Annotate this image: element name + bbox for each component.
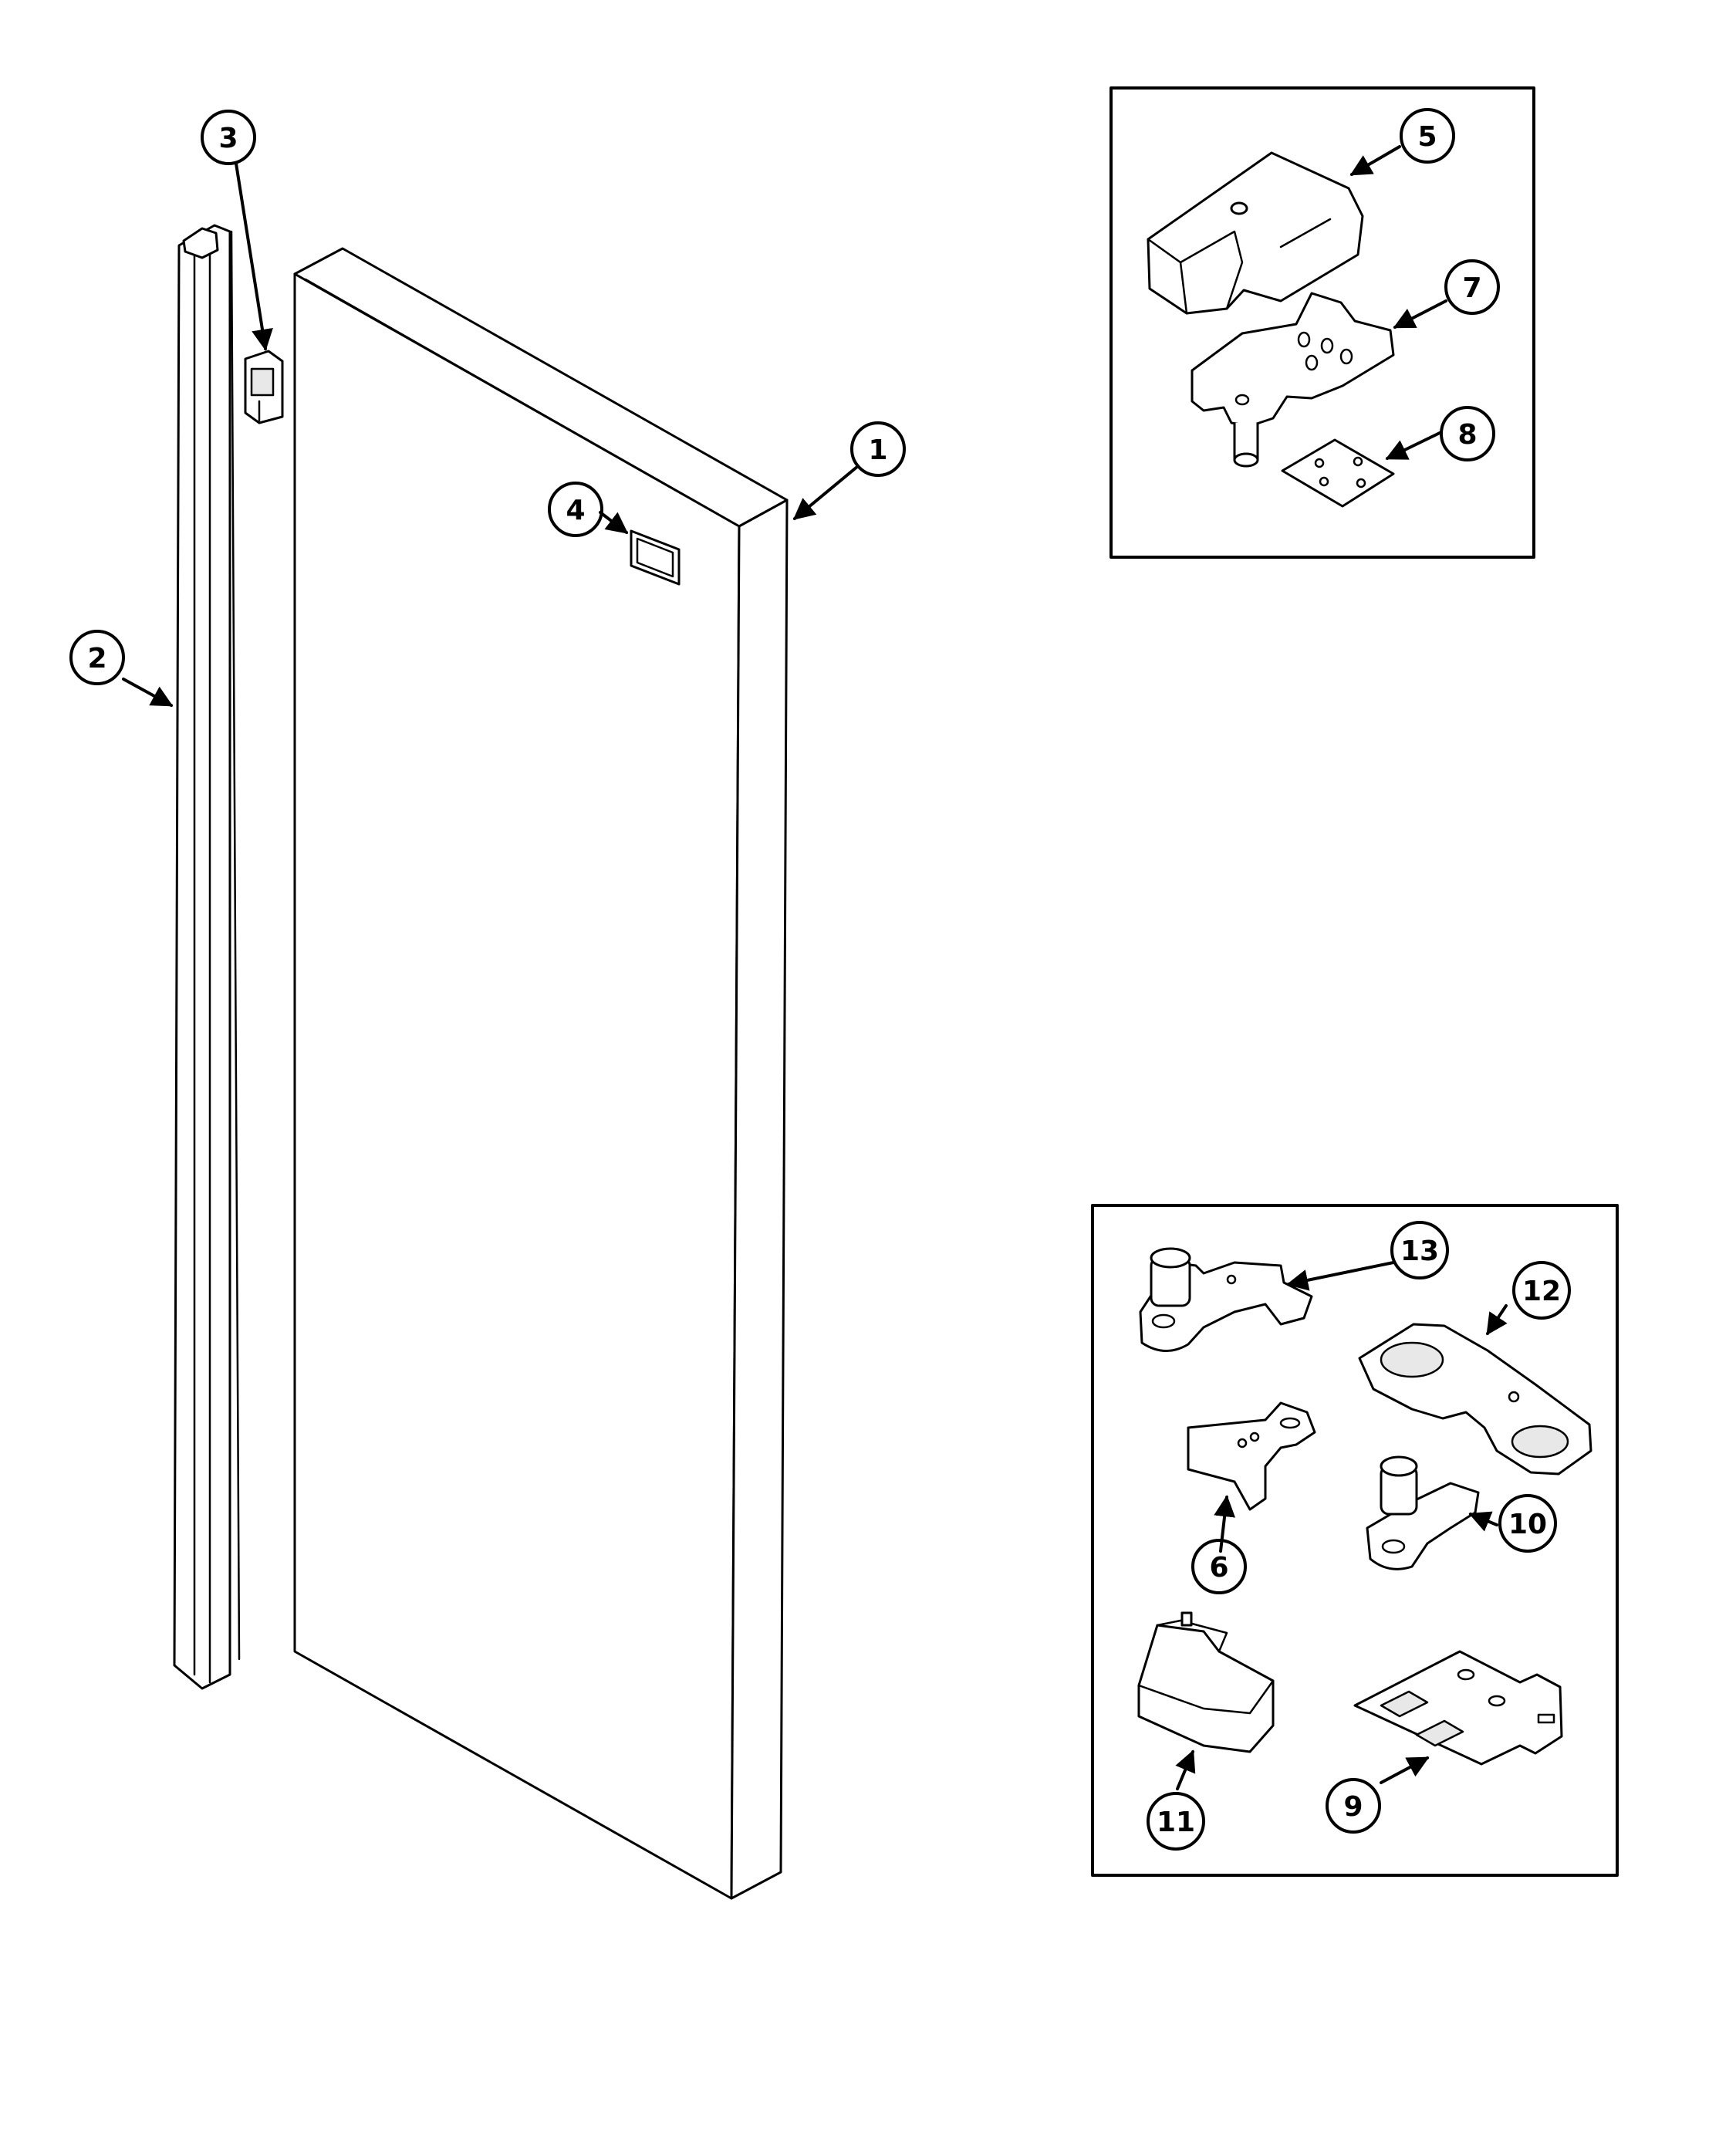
callout-9: 9 [1326, 1778, 1381, 1834]
callout-12: 12 [1512, 1261, 1571, 1320]
leader-9 [1380, 1756, 1430, 1784]
hinge-pin-10 [1366, 1455, 1480, 1570]
leader-8 [1385, 431, 1443, 460]
leader-1 [792, 465, 860, 520]
svg-text:5: 5 [1417, 121, 1437, 153]
bottom-hinge-bracket-9 [1353, 1650, 1563, 1766]
leader-13 [1286, 1261, 1395, 1291]
gasket-clip [244, 350, 284, 424]
hinge-cover [1147, 151, 1364, 315]
svg-text:1: 1 [868, 434, 887, 466]
leader-11 [1175, 1749, 1196, 1790]
callout-5: 5 [1400, 108, 1455, 164]
door-panel [293, 247, 789, 1900]
hinge-pin-bracket-13 [1139, 1247, 1313, 1352]
svg-text:3: 3 [218, 123, 238, 154]
leader-6 [1214, 1495, 1236, 1553]
hinge-shim-plate [1281, 438, 1395, 508]
leader-3 [235, 162, 273, 351]
leader-lines [122, 145, 1508, 1790]
callout-2: 2 [69, 630, 125, 685]
svg-text:4: 4 [566, 495, 585, 526]
callout-7: 7 [1444, 259, 1500, 315]
leader-4 [599, 511, 629, 534]
callout-6: 6 [1191, 1539, 1247, 1594]
svg-text:9: 9 [1343, 1791, 1363, 1823]
svg-text:13: 13 [1400, 1236, 1439, 1267]
svg-text:2: 2 [87, 643, 106, 674]
svg-text:8: 8 [1457, 419, 1477, 451]
callout-1: 1 [850, 421, 906, 477]
leader-2 [122, 678, 174, 707]
callout-11: 11 [1147, 1792, 1205, 1851]
top-hinge-bracket [1191, 292, 1395, 468]
leader-12 [1486, 1304, 1508, 1336]
top-hinge-kit-box [1109, 86, 1535, 559]
callout-13: 13 [1390, 1221, 1449, 1279]
hinge-mounting-plate-6 [1187, 1401, 1316, 1511]
callout-10: 10 [1498, 1494, 1557, 1553]
door-gasket-strip [173, 224, 241, 1690]
callouts: 1 2 3 4 5 7 8 13 [69, 108, 1571, 1851]
callout-8: 8 [1440, 406, 1495, 461]
callout-4: 4 [548, 482, 603, 537]
hinge-spacer-12 [1358, 1323, 1592, 1476]
hinge-cover-11 [1137, 1611, 1275, 1753]
leader-10 [1468, 1511, 1498, 1532]
svg-text:6: 6 [1209, 1552, 1228, 1584]
leader-7 [1393, 299, 1447, 329]
svg-text:12: 12 [1522, 1276, 1561, 1307]
svg-text:7: 7 [1462, 272, 1481, 304]
svg-text:10: 10 [1508, 1509, 1547, 1540]
door-label-plate [630, 529, 681, 586]
callout-3: 3 [201, 110, 256, 165]
svg-text:11: 11 [1157, 1807, 1195, 1838]
leader-5 [1349, 145, 1401, 176]
bottom-hinge-kit-box [1091, 1204, 1619, 1877]
